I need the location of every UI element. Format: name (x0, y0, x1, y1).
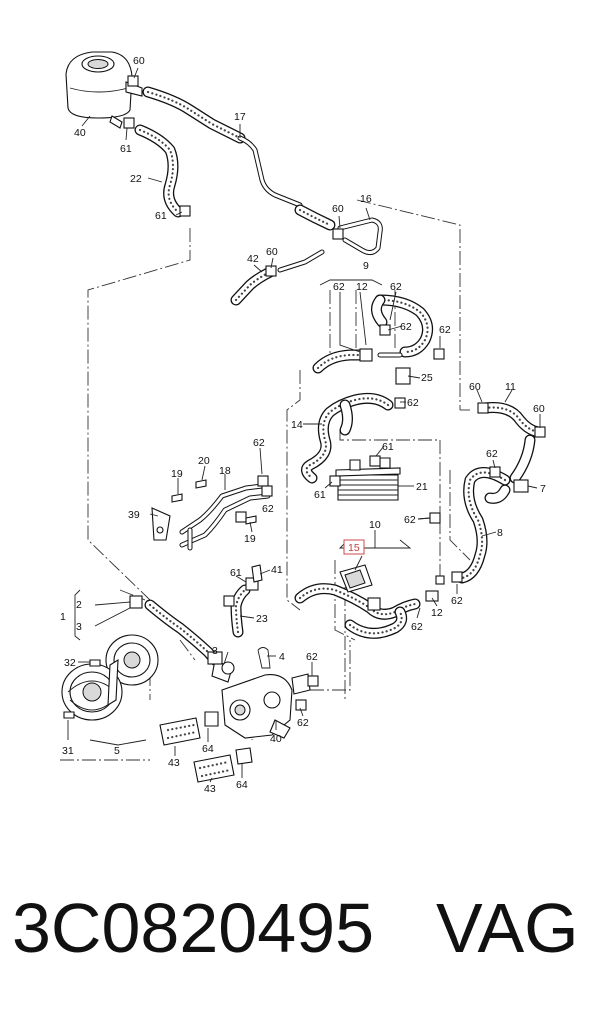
callout-18: 18 (219, 465, 231, 477)
thermostat-housing (211, 647, 311, 739)
callout-62: 62 (400, 321, 412, 333)
callout-62: 62 (404, 514, 416, 526)
coolant-pump (61, 634, 159, 721)
callout-60: 60 (133, 55, 145, 67)
callout-43: 43 (204, 783, 216, 795)
part-number: 3C0820495 (12, 889, 374, 967)
callout-11: 11 (505, 381, 516, 393)
callout-62: 62 (451, 595, 463, 607)
callout-25: 25 (421, 372, 433, 384)
callout-16: 16 (360, 193, 372, 205)
callout-40: 40 (270, 733, 282, 745)
callout-22: 22 (130, 173, 142, 185)
callout-62: 62 (253, 437, 265, 449)
callout-40: 40 (74, 127, 86, 139)
callout-14: 14 (291, 419, 303, 431)
callout-12: 12 (431, 607, 443, 619)
leader-lines (67, 67, 541, 783)
hose-sleeves (159, 711, 253, 783)
callout-15: 15 (348, 542, 360, 554)
bracket (151, 507, 171, 541)
sensor-bracket (339, 564, 373, 593)
callout-61: 61 (155, 210, 167, 222)
callout-62: 62 (407, 397, 419, 409)
callout-62: 62 (297, 717, 309, 729)
callout-21: 21 (416, 481, 428, 493)
callout-19: 19 (171, 468, 183, 480)
callout-20: 20 (198, 455, 210, 467)
callout-41: 41 (271, 564, 283, 576)
callout-19: 19 (244, 533, 256, 545)
callout-60: 60 (469, 381, 481, 393)
callout-9: 9 (363, 260, 369, 272)
callout-31: 31 (62, 745, 74, 757)
oil-cooler (335, 457, 401, 501)
brand-name: VAG (436, 889, 579, 967)
callout-60: 60 (332, 203, 344, 215)
callout-62: 62 (390, 281, 402, 293)
callout-2: 2 (76, 599, 82, 611)
reference-lines (60, 199, 471, 761)
callout-32: 32 (64, 657, 76, 669)
callout-labels: 60 40 61 17 22 61 16 60 42 60 9 62 12 62… (60, 55, 546, 795)
hose-lines (134, 86, 544, 666)
callout-61: 61 (230, 567, 242, 579)
callout-23: 23 (256, 613, 268, 625)
callout-42: 42 (247, 253, 259, 265)
callout-3: 3 (76, 621, 82, 633)
callout-62: 62 (306, 651, 318, 663)
callout-39: 39 (128, 509, 140, 521)
callout-61: 61 (314, 489, 326, 501)
callout-3: 3 (212, 645, 218, 657)
expansion-tank (65, 51, 143, 129)
callout-8: 8 (497, 527, 503, 539)
part-code-caption: 3C0820495 VAG (12, 888, 579, 968)
hose-clamps (123, 75, 546, 711)
callout-17: 17 (234, 111, 246, 123)
callout-62: 62 (262, 503, 274, 515)
callout-62: 62 (411, 621, 423, 633)
callout-60: 60 (266, 246, 278, 258)
callout-62: 62 (333, 281, 345, 293)
coolant-hose-exploded-diagram: 60 40 61 17 22 61 16 60 42 60 9 62 12 62… (60, 51, 546, 795)
callout-62: 62 (486, 448, 498, 460)
callout-box-15 (343, 539, 365, 555)
callout-60: 60 (533, 403, 545, 415)
callout-4: 4 (279, 651, 285, 663)
callout-61: 61 (120, 143, 132, 155)
callout-61: 61 (382, 441, 394, 453)
callout-5: 5 (114, 745, 120, 757)
callout-64: 64 (236, 779, 248, 791)
callout-10: 10 (369, 519, 381, 531)
callout-43: 43 (168, 757, 180, 769)
callout-1: 1 (60, 611, 66, 623)
callout-7: 7 (540, 483, 546, 495)
screws (63, 479, 263, 719)
callout-64: 64 (202, 743, 214, 755)
callout-62: 62 (439, 324, 451, 336)
callout-12: 12 (356, 281, 368, 293)
